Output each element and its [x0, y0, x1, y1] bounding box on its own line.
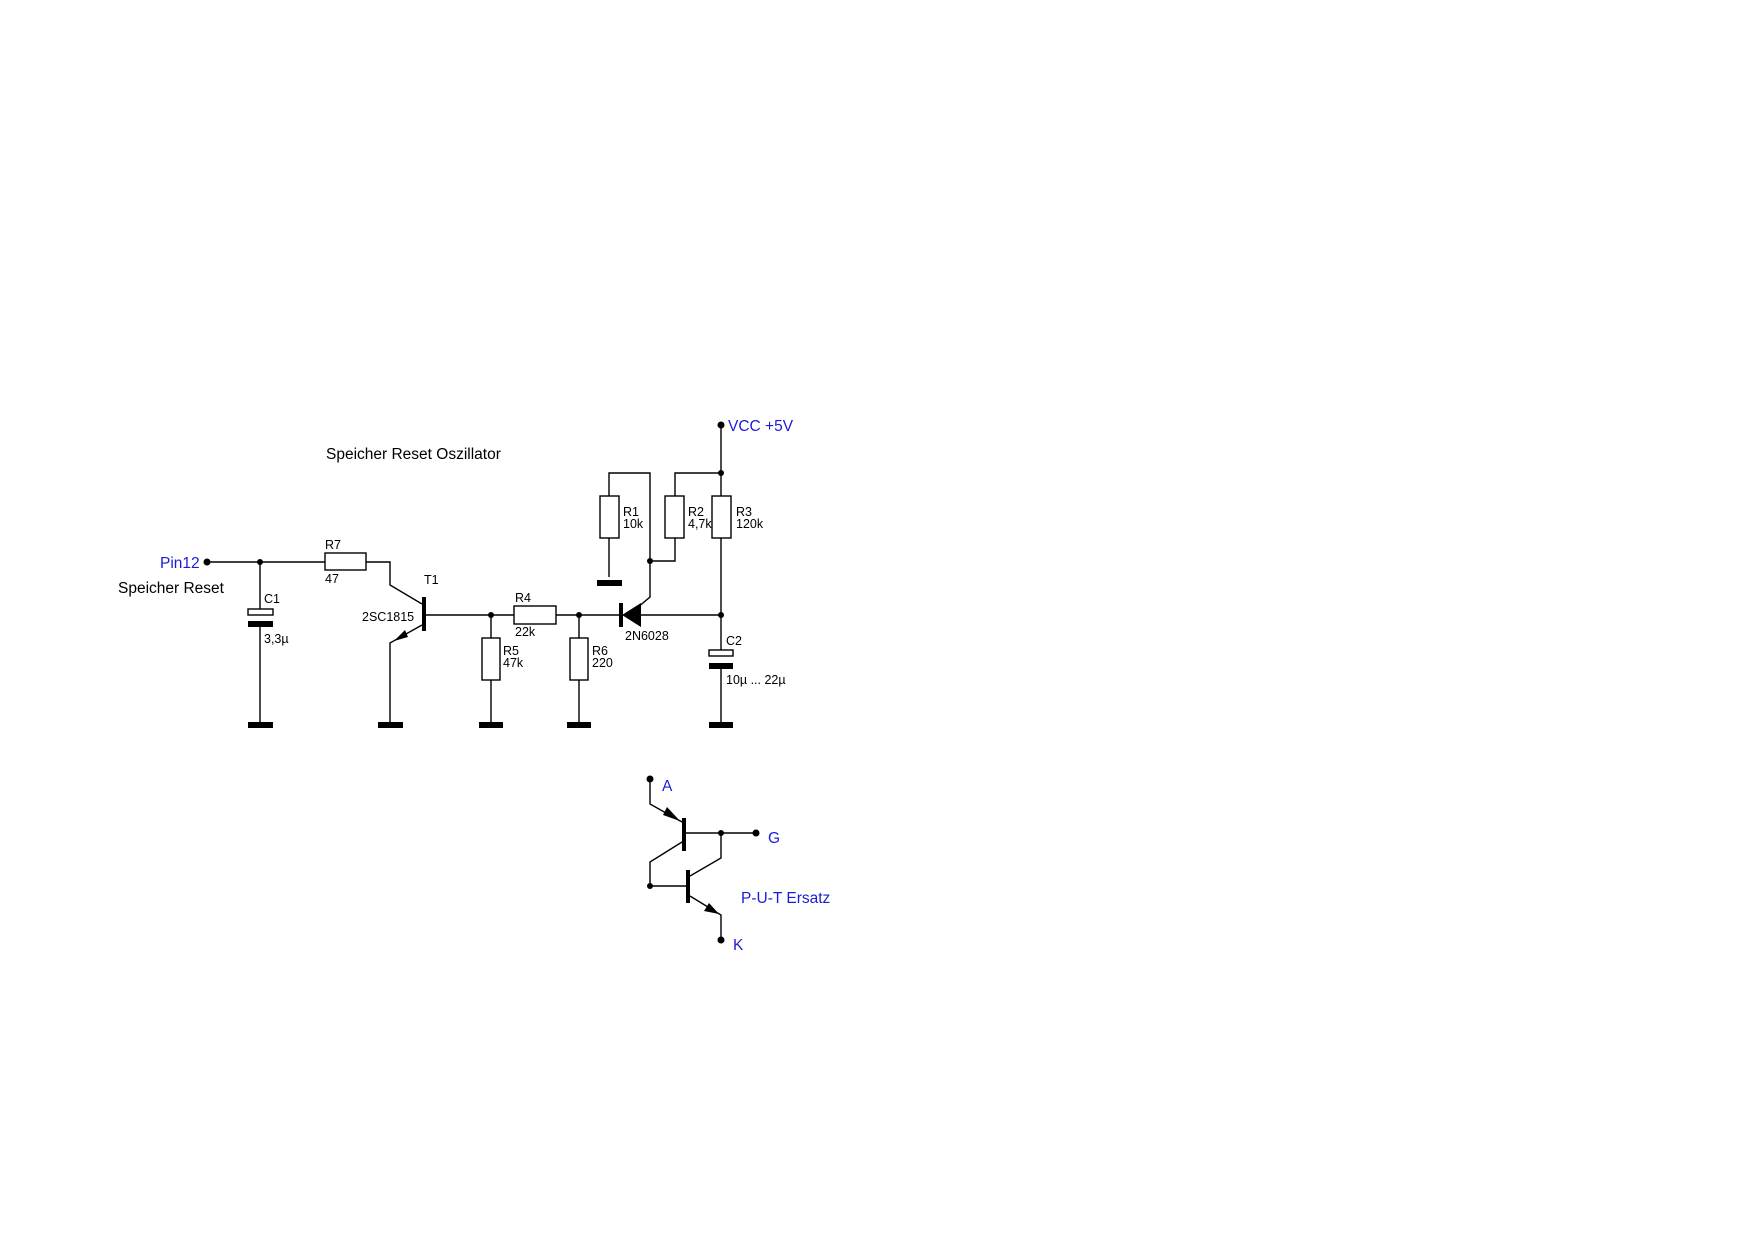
ground-symbol	[248, 722, 273, 728]
pin12-label: Pin12	[160, 555, 200, 572]
capacitor-c2[interactable]: C2 10µ ... 22µ	[708, 634, 786, 728]
t1-value: 2SC1815	[362, 610, 414, 624]
capacitor-c1[interactable]: C1 3,3µ	[247, 562, 289, 728]
schematic-title: Speicher Reset Oszillator	[326, 446, 501, 463]
resistor-r3[interactable]: VCC +5V R3 120k	[711, 418, 794, 650]
resistor-r1[interactable]: R1 10k	[597, 472, 651, 586]
r2-ref: R2	[688, 505, 704, 519]
resistor-r4[interactable]: R4 22k	[491, 591, 579, 639]
junction	[718, 612, 724, 618]
pin12-description: Speicher Reset	[118, 580, 225, 597]
r2-value: 4,7k	[688, 517, 712, 531]
r1-ref: R1	[623, 505, 639, 519]
vcc-label: VCC +5V	[728, 418, 794, 435]
r4-value: 22k	[515, 625, 536, 639]
ground-symbol	[709, 722, 733, 728]
c2-value: 10µ ... 22µ	[726, 673, 786, 687]
put-equivalent-title: P-U-T Ersatz	[741, 890, 830, 907]
pin-k-label: K	[733, 937, 744, 954]
pin12-net: Pin12 Speicher Reset	[118, 555, 325, 597]
put-value: 2N6028	[625, 629, 669, 643]
resistor-r6[interactable]: R6 220	[567, 612, 613, 728]
pin-g-terminal	[752, 829, 760, 837]
resistor-r2[interactable]: R2 4,7k	[647, 472, 721, 564]
ground-symbol	[378, 722, 403, 728]
r1-value: 10k	[623, 517, 644, 531]
transistor-t1[interactable]: T1 2SC1815	[362, 573, 491, 728]
r3-ref: R3	[736, 505, 752, 519]
r5-value: 47k	[503, 656, 524, 670]
c2-ref: C2	[726, 634, 742, 648]
r6-value: 220	[592, 656, 613, 670]
r7-value: 47	[325, 572, 339, 586]
pnp-transistor	[682, 818, 686, 851]
t1-ref: T1	[424, 573, 439, 587]
c1-value: 3,3µ	[264, 632, 289, 646]
c1-ref: C1	[264, 592, 280, 606]
r6-ref: R6	[592, 644, 608, 658]
r4-ref: R4	[515, 591, 531, 605]
npn-transistor	[686, 870, 690, 903]
r5-ref: R5	[503, 644, 519, 658]
r3-value: 120k	[736, 517, 764, 531]
pin-k-terminal	[717, 936, 725, 944]
resistor-r7[interactable]: R7 47	[324, 538, 423, 605]
pin-a-label: A	[662, 778, 673, 795]
put-equivalent-circuit: A G K P-U-T Ersatz	[646, 775, 830, 954]
junction	[647, 883, 653, 889]
r7-ref: R7	[325, 538, 341, 552]
ground-symbol	[567, 722, 591, 728]
resistor-r5[interactable]: R5 47k	[479, 612, 524, 728]
ground-symbol	[597, 580, 622, 586]
put-2n6028[interactable]: 2N6028	[579, 561, 721, 643]
pin-g-label: G	[768, 830, 780, 847]
ground-symbol	[479, 722, 503, 728]
